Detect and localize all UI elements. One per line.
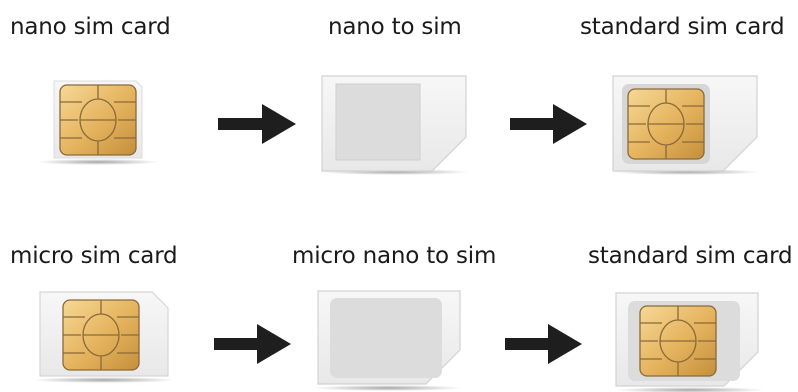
standard-sim-card — [615, 292, 765, 392]
nano-sim-card — [36, 80, 160, 165]
arrow-right-icon — [214, 324, 291, 364]
arrow-right-icon — [505, 324, 582, 364]
label-standard-sim-card-top: standard sim card — [580, 14, 785, 40]
micro-sim-card — [32, 291, 176, 383]
micro-nano-to-sim-adapter — [313, 290, 463, 391]
label-micro-nano-to-sim: micro nano to sim — [292, 243, 497, 269]
label-nano-sim-card: nano sim card — [10, 14, 171, 40]
arrow-right-icon — [510, 104, 587, 144]
arrow-right-icon — [218, 104, 296, 144]
label-standard-sim-card-bottom: standard sim card — [588, 243, 793, 269]
nano-to-sim-adapter — [320, 75, 470, 175]
label-nano-to-sim: nano to sim — [328, 14, 462, 40]
standard-sim-card — [611, 75, 761, 175]
label-micro-sim-card: micro sim card — [10, 243, 178, 269]
